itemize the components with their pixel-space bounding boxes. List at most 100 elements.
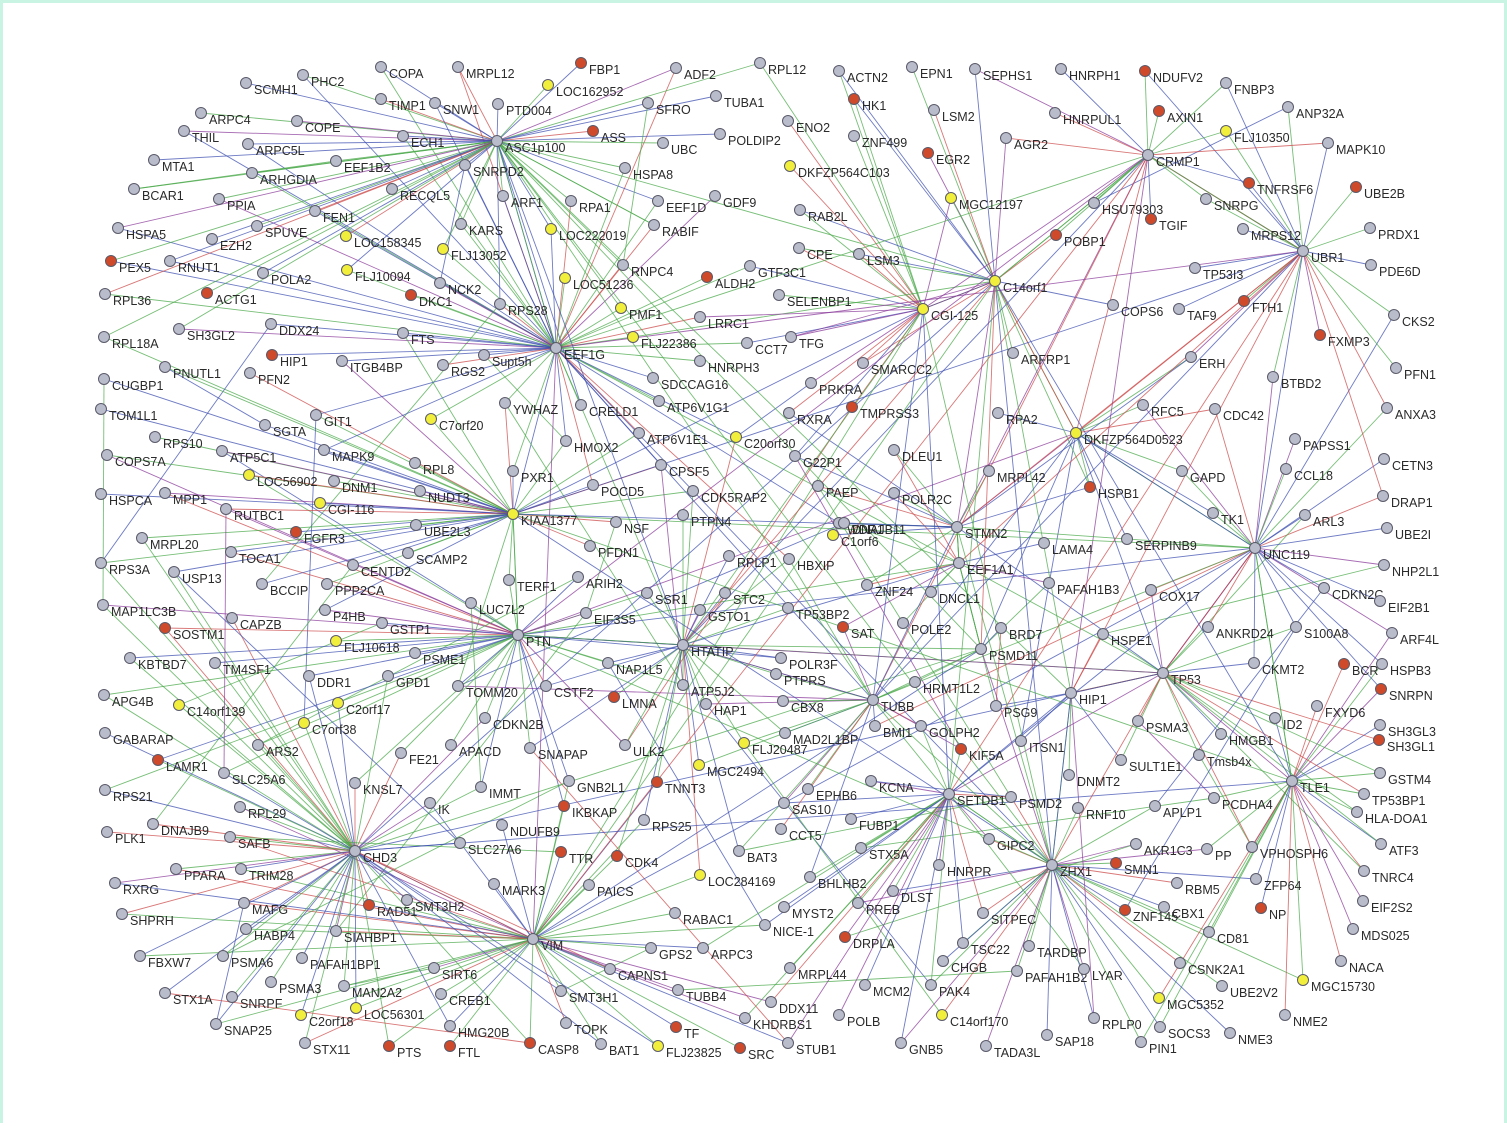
network-edge (517, 634, 1053, 866)
gene-node-marker (610, 516, 622, 528)
gene-node: ATP5C1 (216, 445, 276, 465)
network-edge (1144, 70, 1304, 252)
gene-node-label: EGR2 (936, 153, 970, 167)
gene-node-marker (770, 668, 782, 680)
gene-node-marker (1255, 902, 1267, 914)
gene-node-marker (765, 996, 777, 1008)
gene-node-marker (906, 61, 918, 73)
gene-node-label: FXMP3 (1328, 335, 1370, 349)
gene-node-label: POLB (847, 1015, 880, 1029)
network-edge (555, 276, 708, 349)
network-edge (948, 793, 990, 840)
gene-node-marker (1267, 371, 1279, 383)
gene-node: STX1A (159, 987, 213, 1007)
gene-node-label: PAFAH1B2 (1025, 971, 1087, 985)
gene-node-marker (195, 107, 207, 119)
network-edge (230, 513, 514, 553)
gene-node-marker (694, 604, 706, 616)
gene-node-label: ULK2 (633, 745, 664, 759)
gene-node-label: SNAP25 (224, 1024, 272, 1038)
gene-node: LSM2 (928, 104, 975, 124)
network-edge (496, 140, 659, 202)
network-edge (178, 328, 557, 349)
gene-node-label: SNW1 (443, 103, 479, 117)
gene-node: SNAP25 (210, 1018, 272, 1038)
gene-node-label: HMGB1 (1229, 734, 1274, 748)
network-edge (117, 227, 557, 349)
gene-node-label: RECQL5 (400, 189, 450, 203)
gene-node: EEF1A1 (953, 557, 1014, 577)
network-edge (169, 140, 498, 262)
gene-node-label: THIL (192, 131, 219, 145)
gene-node-marker (386, 183, 398, 195)
gene-node-marker (687, 485, 699, 497)
gene-node: SULT1E1 (1115, 754, 1182, 774)
gene-node: POBP1 (1050, 229, 1106, 249)
gene-node-marker (256, 578, 268, 590)
gene-node-marker (555, 846, 567, 858)
network-edge (368, 904, 534, 940)
gene-node: TK1 (1207, 507, 1244, 527)
network-edge (682, 609, 701, 646)
network-edge (532, 912, 676, 940)
gene-node-label: GABARAP (113, 733, 173, 747)
gene-node: PSG9 (990, 700, 1037, 720)
network-edge (245, 850, 356, 930)
network-edge (248, 474, 514, 515)
network-edge (980, 582, 1050, 650)
gene-node-label: NSF (624, 522, 649, 536)
network-edge (517, 634, 782, 659)
gene-node: GAPD (1176, 465, 1225, 485)
gene-node: PSMA3 (265, 976, 321, 996)
gene-node-marker (173, 323, 185, 335)
gene-node-label: LOC51236 (573, 278, 634, 292)
network-edge (354, 672, 1164, 852)
network-edge (419, 490, 514, 515)
network-edge (164, 492, 519, 636)
gene-node-label: HMG20B (458, 1026, 509, 1040)
gene-node: IMMT (475, 781, 521, 801)
gene-node-label: TNFRSF6 (1257, 183, 1313, 197)
network-edge (496, 67, 677, 142)
gene-node-label: KCNA (879, 781, 914, 795)
network-edge (355, 938, 534, 1009)
gene-node: NICE-1 (759, 919, 814, 939)
gene-node-label: PPIA (227, 199, 256, 213)
network-edge (496, 62, 761, 142)
gene-node-label: LAMR1 (166, 760, 208, 774)
gene-node-label: SH3GL3 (1388, 725, 1436, 739)
gene-node-marker (291, 115, 303, 127)
gene-node-marker (310, 409, 322, 421)
gene-node: RAB2L (794, 204, 848, 224)
gene-node: ARHGDIA (246, 167, 318, 187)
gene-node-label: C2orf17 (346, 703, 391, 717)
network-edge (1055, 154, 1149, 236)
gene-node: ADF2 (670, 62, 716, 82)
network-edge (980, 648, 1053, 866)
gene-node-marker (340, 230, 352, 242)
gene-node: SAT (837, 621, 875, 641)
network-edge (400, 634, 519, 754)
gene-node: SNRPD2 (459, 159, 524, 179)
gene-node-marker (733, 845, 745, 857)
gene-node-marker (98, 689, 110, 701)
network-edge (496, 140, 557, 349)
gene-node-label: CD81 (1217, 932, 1249, 946)
gene-node: RAD51 (363, 899, 417, 919)
network-edge (783, 793, 950, 804)
gene-node: EEF1G (550, 342, 605, 362)
network-edge (1162, 626, 1297, 674)
network-edge (121, 850, 356, 915)
gene-node-label: POBP1 (1064, 235, 1106, 249)
network-edge (1051, 843, 1137, 866)
gene-node-label: HSU79303 (1102, 203, 1163, 217)
gene-node-marker (604, 963, 616, 975)
gene-node-label: SH3GL2 (187, 329, 235, 343)
gene-node: FLJ13052 (437, 243, 507, 263)
network-edge (857, 864, 1053, 904)
gene-node: MRPL44 (784, 962, 847, 982)
network-edge (1051, 805, 1156, 866)
gene-node: LAMR1 (152, 754, 208, 774)
gene-node-marker (349, 845, 361, 857)
network-edge (457, 513, 514, 687)
